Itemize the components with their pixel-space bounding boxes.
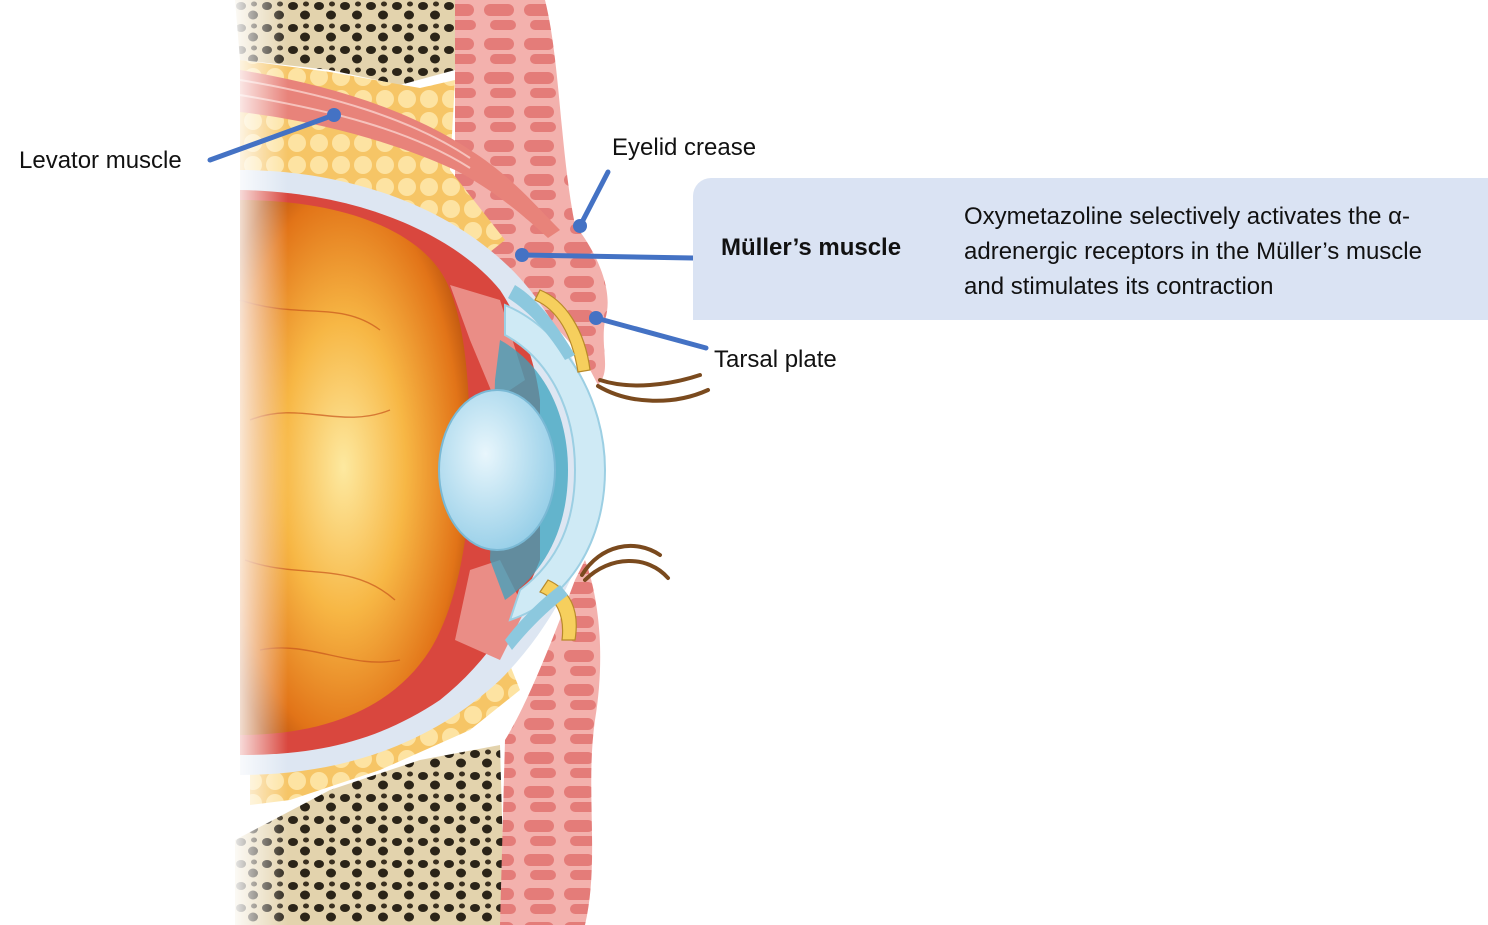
upper-eyelid-skin <box>455 0 608 385</box>
callout-description: Oxymetazoline selectively activates the … <box>964 203 1422 300</box>
eyeball <box>240 200 470 735</box>
eyelashes-lower <box>580 543 670 582</box>
conjunctiva-upper <box>508 285 575 360</box>
leader-dots <box>327 108 603 325</box>
dot-muller <box>515 248 529 262</box>
leader-line-muller <box>519 252 696 261</box>
leader-line-crease <box>577 169 611 229</box>
conjunctiva-lower <box>505 585 568 650</box>
cornea <box>504 303 607 622</box>
lens <box>438 389 556 551</box>
levator-muscle <box>240 70 560 238</box>
dot-crease <box>573 219 587 233</box>
leader-lines <box>207 112 709 351</box>
tarsal-plate-label: Tarsal plate <box>714 346 837 373</box>
leader-line-levator <box>207 112 337 163</box>
eyelashes-upper <box>596 373 710 403</box>
eyelid-crease-label: Eyelid crease <box>612 134 757 161</box>
dot-levator <box>327 108 341 122</box>
callout-title: Müller’s muscle <box>721 234 902 261</box>
lower-bone <box>235 745 505 925</box>
muller-muscle-callout: Müller’s muscle Oxymetazoline selectivel… <box>693 178 1488 320</box>
levator-muscle-label: Levator muscle <box>19 147 182 174</box>
tarsal-plate-upper <box>534 289 591 373</box>
lower-eyelid-skin <box>500 560 601 925</box>
dot-tarsal <box>589 311 603 325</box>
leader-line-tarsal <box>593 315 709 351</box>
upper-bone <box>235 0 460 85</box>
